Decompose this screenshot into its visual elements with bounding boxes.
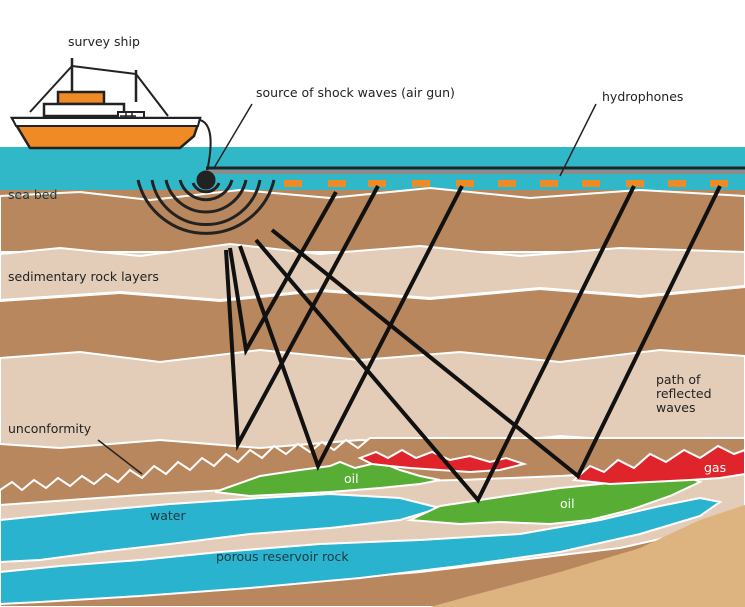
sedimentary-label: sedimentary rock layers: [8, 269, 159, 284]
path-label-line2: reflected: [656, 386, 712, 401]
rock-light-band-1b: [0, 242, 745, 302]
hydrophones: [284, 180, 728, 187]
hydrophones-pointer-line: [559, 103, 597, 177]
source-label: source of shock waves (air gun): [256, 85, 455, 100]
path-label-line1: path of: [656, 372, 701, 387]
water-layer: [0, 492, 444, 564]
hydrophones-label: hydrophones: [602, 89, 683, 104]
oil-label-right: oil: [560, 496, 575, 511]
sand-layer: [430, 505, 745, 607]
rock-dark-band-2: [0, 288, 745, 340]
source-pointer-line: [213, 103, 253, 169]
gas-label: gas: [704, 460, 726, 475]
rock-light-band-3: [0, 348, 745, 450]
wave-ray-paths: [224, 185, 722, 504]
oil-deposit-left: [214, 460, 441, 498]
water-label: water: [150, 508, 186, 523]
shock-wave-arcs: [136, 170, 276, 235]
water-layer-lower: [0, 496, 723, 606]
sea-bed-label: sea bed: [8, 187, 57, 202]
survey-ship: [9, 58, 212, 177]
survey-ship-label: survey ship: [68, 34, 140, 49]
unconformity-label: unconformity: [8, 421, 92, 436]
unconformity-pointer-line: [97, 439, 143, 475]
oil-label-left: oil: [344, 471, 359, 486]
path-label-line3: waves: [656, 400, 695, 415]
reservoir-label: porous reservoir rock: [216, 549, 349, 564]
gas-deposit-right: [571, 444, 745, 486]
